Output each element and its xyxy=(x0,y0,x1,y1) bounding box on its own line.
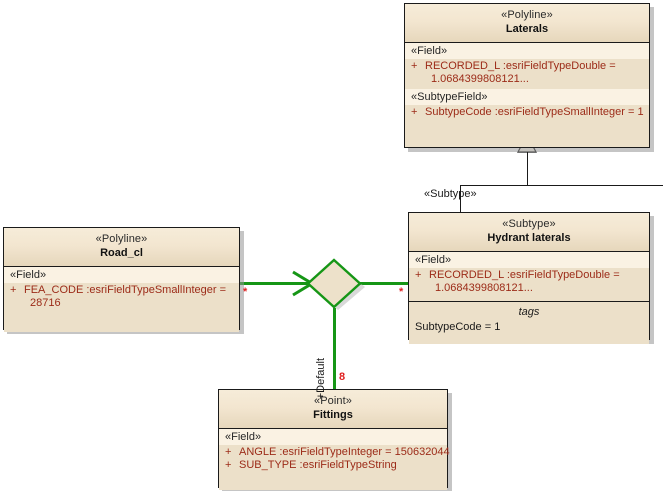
fittings-attr2-visibility: + xyxy=(225,459,232,471)
hydrant-laterals-attr1-visibility: + xyxy=(415,269,422,281)
class-node-road-cl[interactable]: «Polyline» Road_cl «Field» + FEA_CODE :es… xyxy=(3,227,240,332)
fittings-group-field: «Field» xyxy=(219,429,447,445)
hydrant-laterals-attributes-compartment: «Field» + RECORDED_L :esriFieldTypeDouble… xyxy=(409,252,649,301)
road-cl-attr1-value: 28716 xyxy=(30,297,61,309)
road-cl-name: Road_cl xyxy=(100,247,143,259)
association-line-down xyxy=(333,308,336,390)
generalization-elbow-horizontal xyxy=(460,185,663,186)
road-cl-attributes-compartment: «Field» + FEA_CODE :esriFieldTypeSmallInt… xyxy=(4,267,239,332)
hydrant-laterals-tag-subtypecode: SubtypeCode = 1 xyxy=(415,321,501,333)
hydrant-laterals-name: Hydrant laterals xyxy=(487,232,571,244)
diamond-shadow xyxy=(311,264,365,310)
assoc-default-role: +Default xyxy=(315,358,327,400)
laterals-group-subtypefield: «SubtypeField» xyxy=(405,89,649,105)
road-cl-header: «Polyline» Road_cl xyxy=(4,228,239,267)
hydrant-laterals-stereotype: «Subtype» xyxy=(502,218,556,230)
assoc-source-multiplicity: * xyxy=(243,286,248,298)
fittings-header: «Point» Fittings xyxy=(219,390,447,429)
hydrant-laterals-attr1-value: 1.0684399808121... xyxy=(435,282,533,294)
fittings-attr1-signature: ANGLE :esriFieldTypeInteger = 150632044 xyxy=(239,446,450,458)
hydrant-laterals-tags-title: tags xyxy=(518,306,540,318)
fittings-attribute-angle[interactable]: + ANGLE :esriFieldTypeInteger = 150632044 xyxy=(219,446,450,459)
generalization-drop xyxy=(460,185,461,212)
generalization-label: «Subtype» xyxy=(424,188,477,200)
class-node-laterals[interactable]: «Polyline» Laterals «Field» + RECORDED_L … xyxy=(404,3,650,148)
laterals-attributes-compartment: «Field» + RECORDED_L :esriFieldTypeDouble… xyxy=(405,43,649,132)
laterals-attribute-recorded-l[interactable]: + RECORDED_L :esriFieldTypeDouble = 1.068… xyxy=(405,60,649,86)
laterals-header: «Polyline» Laterals xyxy=(405,4,649,43)
class-node-fittings[interactable]: «Point» Fittings «Field» + ANGLE :esriFie… xyxy=(218,389,450,490)
fittings-attribute-sub-type[interactable]: + SUB_TYPE :esriFieldTypeString xyxy=(219,459,447,472)
laterals-attr1-signature: RECORDED_L :esriFieldTypeDouble = xyxy=(425,60,616,72)
fittings-stereotype: «Point» xyxy=(313,395,352,407)
association-line-left xyxy=(240,282,312,285)
laterals-attr2-signature: SubtypeCode :esriFieldTypeSmallInteger =… xyxy=(425,106,644,118)
hydrant-laterals-header: «Subtype» Hydrant laterals xyxy=(409,213,649,252)
generalization-stem xyxy=(527,148,528,186)
road-cl-attr1-visibility: + xyxy=(10,284,17,296)
laterals-attr2-visibility: + xyxy=(411,106,418,118)
fittings-attr1-visibility: + xyxy=(225,446,232,458)
laterals-group-field: «Field» xyxy=(405,43,649,59)
class-node-hydrant-laterals[interactable]: «Subtype» Hydrant laterals «Field» + RECO… xyxy=(408,212,650,344)
road-cl-stereotype: «Polyline» xyxy=(95,233,148,245)
fittings-attr2-signature: SUB_TYPE :esriFieldTypeString xyxy=(239,459,397,471)
hydrant-laterals-attr1-signature: RECORDED_L :esriFieldTypeDouble = xyxy=(429,269,620,281)
fittings-name: Fittings xyxy=(313,409,353,421)
road-cl-attr1-signature: FEA_CODE :esriFieldTypeSmallInteger = xyxy=(24,284,227,296)
hydrant-laterals-tags-compartment: tags SubtypeCode = 1 xyxy=(409,301,649,344)
laterals-attr1-value: 1.0684399808121... xyxy=(431,73,529,85)
hydrant-laterals-attribute-recorded-l[interactable]: + RECORDED_L :esriFieldTypeDouble = 1.068… xyxy=(409,269,649,295)
assoc-default-multiplicity: 8 xyxy=(339,371,346,383)
laterals-stereotype: «Polyline» xyxy=(501,9,553,21)
road-cl-group-field: «Field» xyxy=(4,267,239,283)
fittings-attributes-compartment: «Field» + ANGLE :esriFieldTypeInteger = 1… xyxy=(219,429,450,490)
hydrant-laterals-group-field: «Field» xyxy=(409,252,649,268)
laterals-attribute-subtypecode[interactable]: + SubtypeCode :esriFieldTypeSmallInteger … xyxy=(405,106,649,119)
association-line-right xyxy=(358,282,408,285)
road-cl-attribute-fea-code[interactable]: + FEA_CODE :esriFieldTypeSmallInteger = 2… xyxy=(4,284,239,310)
laterals-attr1-visibility: + xyxy=(411,60,418,72)
assoc-target-multiplicity: * xyxy=(399,286,404,298)
aggregation-diamond xyxy=(306,258,362,309)
laterals-name: Laterals xyxy=(505,23,549,35)
